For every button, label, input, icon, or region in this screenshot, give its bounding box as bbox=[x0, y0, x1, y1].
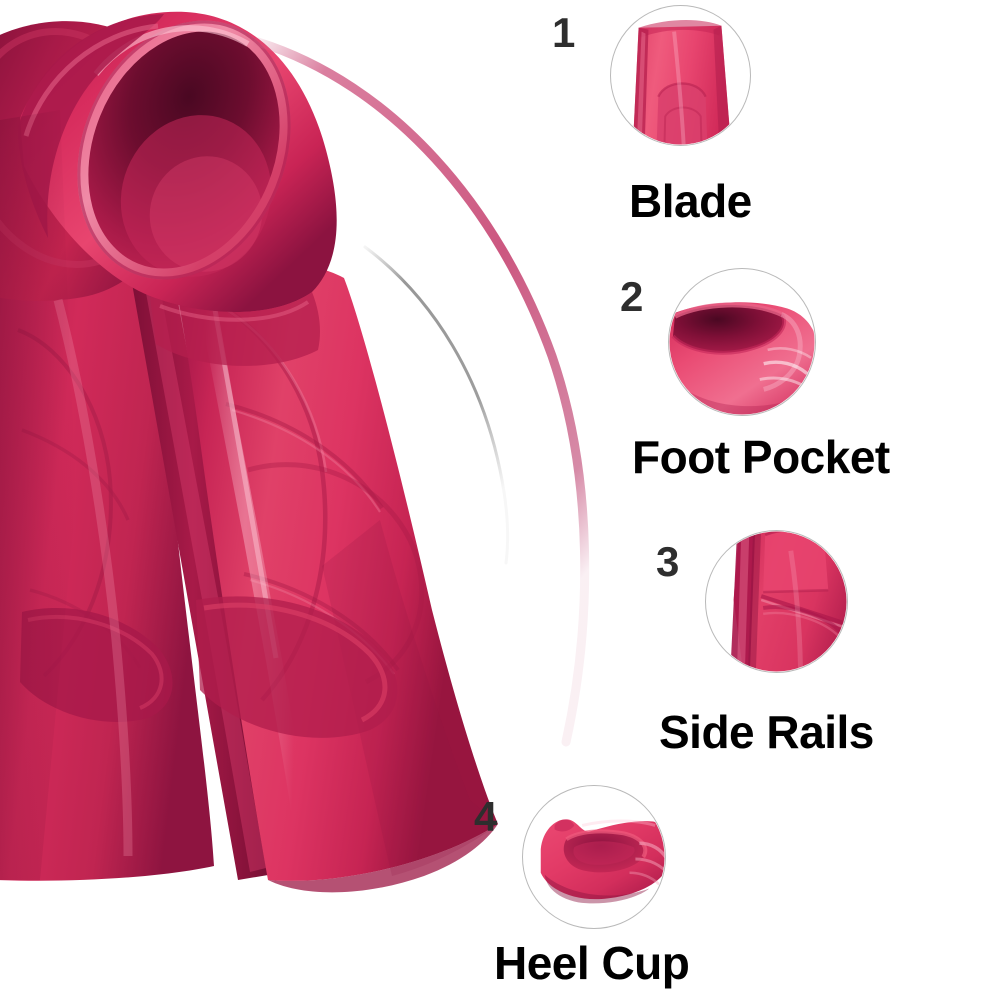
fin-side-rail-closeup-icon bbox=[706, 531, 847, 672]
front-fin bbox=[0, 11, 498, 893]
callout-label-side-rails: Side Rails bbox=[659, 706, 874, 758]
callout-label-blade: Blade bbox=[629, 175, 752, 227]
callout-circle-foot-pocket[interactable] bbox=[668, 268, 816, 416]
callout-number-2: 2 bbox=[620, 273, 643, 320]
fin-blade-closeup-icon bbox=[611, 6, 750, 145]
connector-arc-group bbox=[253, 37, 590, 747]
callout-number-1: 1 bbox=[552, 9, 575, 56]
callout-number-4: 4 bbox=[474, 793, 497, 840]
connector-arc-pink bbox=[253, 37, 590, 747]
callout-number-3: 3 bbox=[656, 538, 679, 585]
callout-label-heel-cup: Heel Cup bbox=[494, 937, 690, 989]
callout-circle-blade[interactable] bbox=[610, 5, 751, 146]
foot-pocket-opening bbox=[82, 25, 286, 277]
fin-foot-pocket-closeup-icon bbox=[669, 269, 815, 415]
fin-heel-cup-closeup-icon bbox=[523, 786, 665, 928]
callout-label-foot-pocket: Foot Pocket bbox=[632, 431, 890, 483]
callout-circle-heel-cup[interactable] bbox=[522, 785, 666, 929]
connector-arc-grey bbox=[363, 245, 510, 565]
callout-circle-side-rails[interactable] bbox=[705, 530, 848, 673]
